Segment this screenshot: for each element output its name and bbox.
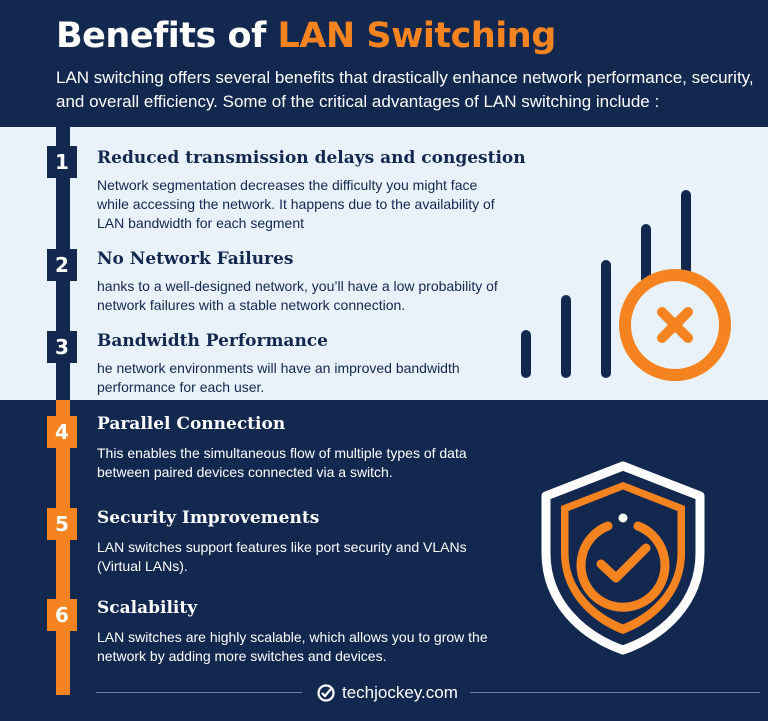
item-title-4: Parallel Connection <box>97 414 286 434</box>
item-title-1: Reduced transmission delays and congesti… <box>97 148 526 168</box>
item-number-1: 1 <box>47 146 77 178</box>
item-desc-4: This enables the simultaneous flow of mu… <box>97 445 467 480</box>
security-shield-check-icon <box>541 461 705 655</box>
signal-bars-error-icon <box>521 190 731 381</box>
header: Benefits of LAN Switching LAN switching … <box>0 0 768 127</box>
title-accent: LAN Switching <box>277 16 557 56</box>
item-number-3: 3 <box>47 331 77 363</box>
item-number-4: 4 <box>47 416 77 448</box>
page-title: Benefits of LAN Switching <box>56 16 556 56</box>
item-desc-1: Network segmentation decreases the diffi… <box>97 177 495 231</box>
item-desc-2: hanks to a well-designed network, you’ll… <box>97 278 498 313</box>
item-number-5: 5 <box>47 508 77 540</box>
footer-rule-right <box>470 692 760 693</box>
item-desc-3: he network environments will have an imp… <box>97 360 460 395</box>
item-title-3: Bandwidth Performance <box>97 331 328 351</box>
item-title-6: Scalability <box>97 598 198 618</box>
techjockey-logo-icon <box>317 684 335 702</box>
intro-text: LAN switching offers several benefits th… <box>56 68 754 111</box>
item-desc-5: LAN switches support features like port … <box>97 539 467 574</box>
footer: techjockey.com <box>0 678 768 708</box>
item-number-2: 2 <box>47 249 77 281</box>
item-title-2: No Network Failures <box>97 249 294 269</box>
item-desc-6: LAN switches are highly scalable, which … <box>97 629 488 664</box>
brand: techjockey.com <box>316 682 458 704</box>
title-main: Benefits of <box>56 16 278 56</box>
item-title-5: Security Improvements <box>97 508 320 528</box>
brand-name: techjockey.com <box>342 683 458 702</box>
item-number-6: 6 <box>47 599 77 631</box>
footer-rule-left <box>96 692 302 693</box>
